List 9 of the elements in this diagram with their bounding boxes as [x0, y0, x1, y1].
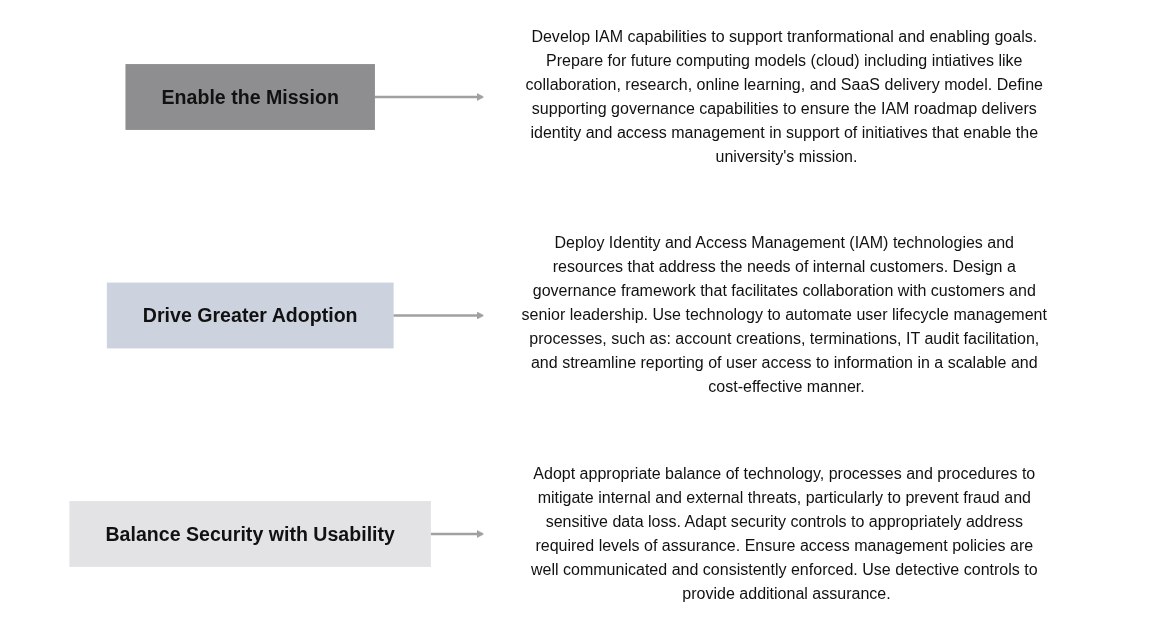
node-text: Deploy Identity and Access Management (IAM) technologies and resources that address the needs of internal customers. Design a governance framework that facilitates collaboration with customers and senior leadership. Use technology to automate user lifecycle management processes, such as: account creations, terminations, IT audit facilitation, and streamline reporting of user access to information in a scalable and cost-effective manner. [521, 234, 1047, 397]
node-box: Drive Greater Adoption [106, 282, 394, 349]
arrow [374, 93, 485, 101]
node-text: Develop IAM capabilities to support tranformational and enabling goals. Prepare for future computing models (cloud) including intiatives like collaboration, research, online learning, and SaaS delivery model. Define supporting governance capabilities to ensure the IAM roadmap delivers identity and access management in support of initiatives that enable the university's mission. [525, 27, 1043, 166]
arrow [430, 530, 485, 538]
node-box: Enable the Mission [125, 64, 375, 130]
node-box: Balance Security with Usability [69, 501, 431, 567]
arrow [393, 311, 485, 320]
node-text: Adopt appropriate balance of technology, processes and procedures to mitigate internal and external threats, particularly to prevent fraud and sensitive data loss. Adapt security controls to appropriately address required levels of assurance. Ensure access management policies are well communicated and consistently enforced. Use detective controls to provide additional assurance. [530, 464, 1038, 603]
